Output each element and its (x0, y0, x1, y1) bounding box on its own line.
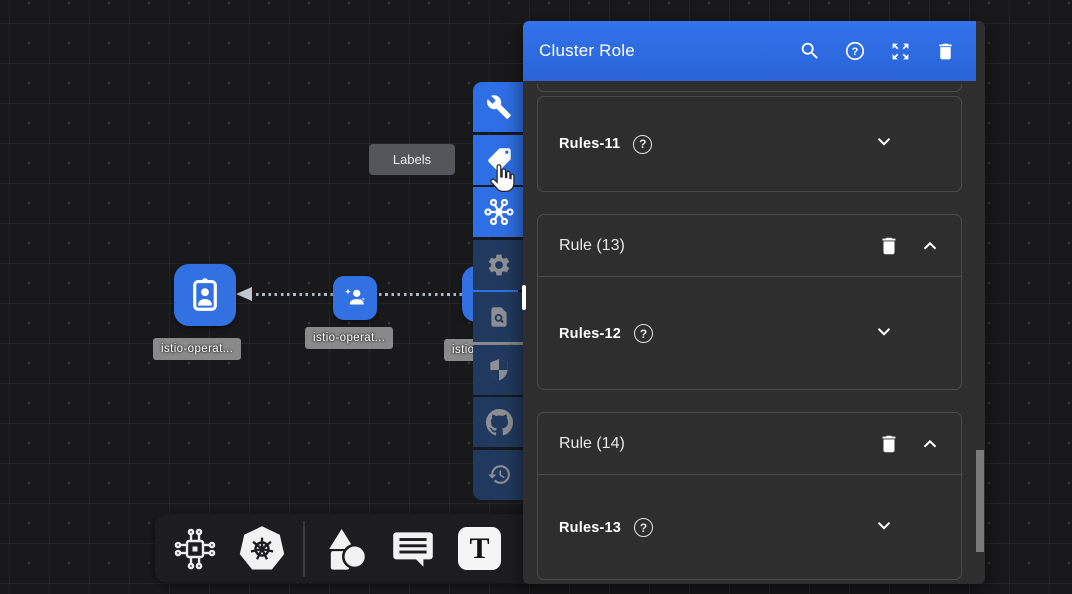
settings-gear-icon (488, 254, 510, 275)
chevron-down-icon[interactable] (873, 131, 895, 158)
hand-cursor (487, 163, 517, 202)
expand-icon[interactable] (889, 40, 911, 62)
comment-icon (392, 531, 433, 567)
labels-tooltip: Labels (369, 144, 455, 175)
svg-text:?: ? (852, 46, 859, 58)
toolbar-divider (303, 520, 305, 577)
edge-arrowhead (236, 287, 252, 301)
edge-dotted-line (379, 293, 467, 296)
text-tool-icon: T (458, 527, 501, 570)
rule-group-header[interactable]: Rule (14) (538, 413, 961, 475)
delete-icon[interactable] (934, 40, 956, 62)
chevron-up-icon[interactable] (919, 433, 941, 455)
delete-rule-icon[interactable] (878, 235, 900, 257)
github-icon (485, 408, 513, 435)
wrench-icon (487, 95, 511, 119)
help-icon[interactable]: ? (633, 134, 653, 154)
rules-sub-row[interactable]: Rules-12 ? (538, 277, 961, 390)
network-icon (174, 528, 216, 569)
rules-label: Rules-11 (559, 136, 621, 152)
chevron-up-icon[interactable] (919, 235, 941, 257)
rules-sub-row[interactable]: Rules-13 ? (538, 475, 961, 580)
comment-tool-button[interactable] (387, 522, 439, 576)
github-button[interactable] (473, 397, 525, 447)
panel-resize-handle[interactable] (522, 285, 526, 310)
security-button[interactable] (473, 344, 525, 395)
cluster-role-panel: Cluster Role ? Rules-11 ? (523, 21, 985, 584)
panel-title: Cluster Role (539, 41, 635, 60)
shield-icon (490, 358, 508, 381)
shapes-tool-button[interactable] (320, 522, 372, 576)
labels-tag-icon (487, 148, 511, 171)
mesh-button[interactable] (473, 187, 525, 237)
panel-scrollbar-thumb[interactable] (976, 450, 984, 552)
mesh-hub-icon (484, 198, 514, 226)
history-icon (487, 465, 510, 484)
rules-label: Rules-13 (559, 519, 622, 536)
text-tool-button[interactable]: T (454, 522, 506, 576)
node-label: istio-operat... (305, 327, 394, 349)
doc-search-icon (491, 307, 507, 327)
panel-body: Rules-11 ? Rule (13) Rules-12 (523, 81, 985, 584)
tools-button[interactable] (473, 82, 525, 132)
delete-rule-icon[interactable] (878, 433, 900, 455)
rules-label: Rules-12 (559, 325, 622, 342)
node-label: istio-operat... (153, 338, 242, 360)
bottom-toolbar: T (155, 514, 539, 583)
node-cluster-role[interactable] (174, 264, 236, 326)
kubernetes-icon (239, 525, 285, 569)
rule-group-header[interactable]: Rule (13) (538, 215, 961, 277)
chevron-down-icon[interactable] (873, 320, 895, 347)
rule-group-card: Rule (14) Rules-13 ? (537, 412, 962, 580)
side-toolbar (473, 82, 525, 500)
node-service-account[interactable] (333, 276, 377, 320)
shapes-icon (328, 528, 367, 570)
panel-header-actions: ? (799, 40, 956, 62)
rule-title: Rule (13) (559, 236, 625, 254)
user-sparkle-icon (345, 288, 365, 305)
doc-search-button[interactable] (473, 292, 525, 342)
search-icon[interactable] (799, 40, 821, 62)
help-icon[interactable]: ? (634, 518, 654, 537)
id-badge-icon (193, 278, 217, 311)
panel-header: Cluster Role ? (523, 21, 976, 81)
kubernetes-tool-button[interactable] (236, 522, 288, 576)
chevron-down-icon[interactable] (873, 514, 895, 541)
help-icon[interactable]: ? (844, 40, 866, 62)
network-tool-button[interactable] (169, 522, 221, 576)
edge-dotted-line (256, 293, 333, 296)
help-icon[interactable]: ? (634, 324, 654, 343)
rule-group-card: Rule (13) Rules-12 ? (537, 214, 962, 390)
rules-card[interactable]: Rules-11 ? (537, 96, 962, 192)
rule-title: Rule (14) (559, 434, 625, 452)
settings-button[interactable] (473, 239, 525, 290)
partial-card (537, 84, 962, 92)
history-button[interactable] (473, 449, 525, 500)
